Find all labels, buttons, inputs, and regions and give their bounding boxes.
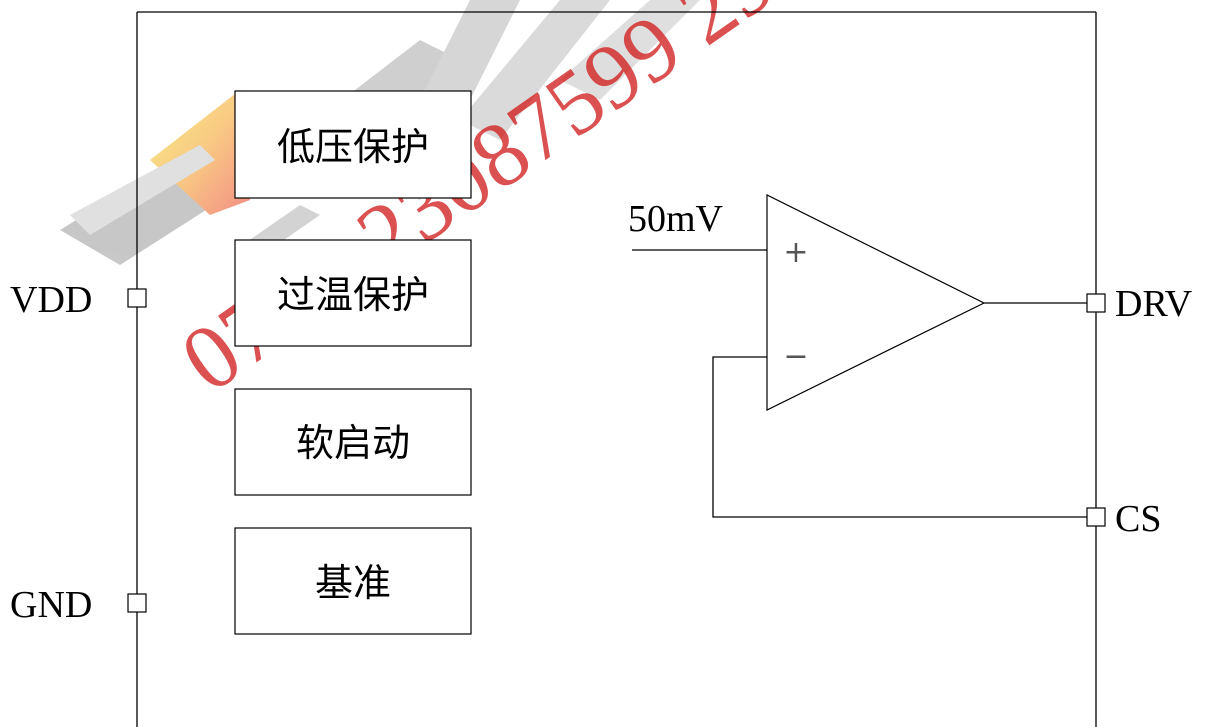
block-uvlo-label: 低压保护 xyxy=(277,125,429,169)
comparator-minus-sign: − xyxy=(783,339,808,374)
pin-gnd-pad xyxy=(127,593,147,613)
cs-feedback-wire xyxy=(712,356,1087,518)
pin-drv-label: DRV xyxy=(1115,283,1193,325)
comparator: + − xyxy=(766,194,986,411)
block-uvlo: 低压保护 xyxy=(234,90,472,199)
pin-drv-pad xyxy=(1086,293,1106,313)
comparator-plus-sign: + xyxy=(783,235,808,270)
block-otp-label: 过温保护 xyxy=(277,273,429,317)
pin-vdd-label: VDD xyxy=(10,279,92,321)
pin-gnd-label: GND xyxy=(10,584,92,626)
pin-cs-pad xyxy=(1086,507,1106,527)
block-reference-label: 基准 xyxy=(315,561,391,605)
pin-gnd: GND xyxy=(10,584,147,626)
pin-vdd: VDD xyxy=(10,279,147,321)
comparator-triangle xyxy=(766,194,986,411)
block-reference: 基准 xyxy=(234,527,472,635)
pin-drv: DRV xyxy=(1086,283,1193,325)
reference-voltage-label: 50mV xyxy=(628,198,724,240)
reference-input: 50mV xyxy=(628,198,767,251)
block-otp: 过温保护 xyxy=(234,239,472,347)
pin-cs: CS xyxy=(1086,498,1161,540)
block-soft-start-label: 软启动 xyxy=(296,421,410,465)
pin-vdd-pad xyxy=(127,288,147,308)
block-soft-start: 软启动 xyxy=(234,388,472,496)
pin-cs-label: CS xyxy=(1115,498,1161,540)
